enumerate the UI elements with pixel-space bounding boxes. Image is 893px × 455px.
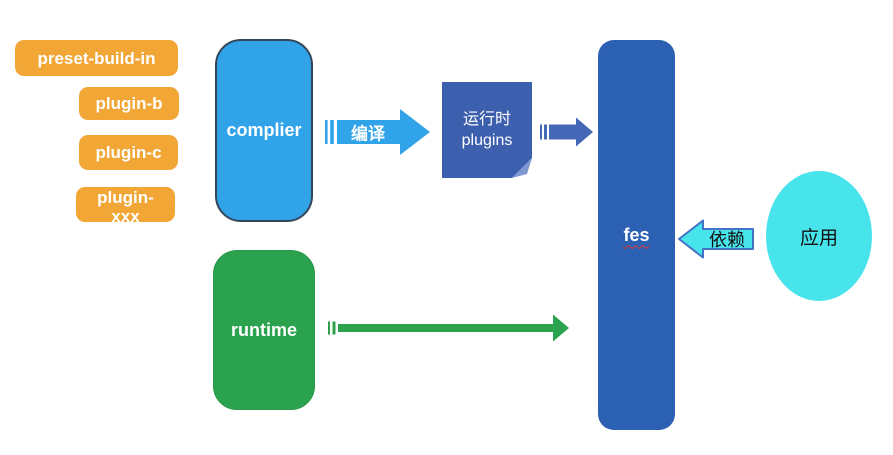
node-runtime-plugins-label: 运行时 plugins bbox=[442, 82, 532, 178]
node-preset-build-in-label: preset-build-in bbox=[37, 48, 156, 68]
node-app: 应用 bbox=[766, 171, 872, 301]
node-plugin-c: plugin-c bbox=[79, 135, 178, 170]
arrow-depend: 依赖 bbox=[678, 219, 754, 259]
arrow-runtime-to-fes bbox=[328, 313, 570, 343]
node-plugin-xxx-label: plugin-xxx bbox=[97, 188, 154, 226]
right-arrow-icon bbox=[540, 117, 593, 147]
node-plugin-b-label: plugin-b bbox=[95, 94, 163, 113]
node-runtime-plugins: 运行时 plugins bbox=[442, 82, 532, 178]
node-fes: fes bbox=[598, 40, 675, 430]
right-arrow-icon bbox=[325, 109, 430, 155]
node-plugin-b: plugin-b bbox=[79, 87, 179, 120]
node-preset-build-in: preset-build-in bbox=[15, 40, 178, 76]
arrow-compile-label: 编译 bbox=[351, 124, 385, 144]
node-fes-label: fes bbox=[623, 224, 650, 245]
node-complier-label: complier bbox=[226, 120, 302, 140]
node-complier: complier bbox=[215, 39, 313, 222]
arrow-plugins-to-fes bbox=[540, 117, 594, 147]
arrow-depend-label: 依赖 bbox=[709, 230, 745, 250]
node-plugin-c-label: plugin-c bbox=[95, 143, 162, 162]
node-runtime-plugins-line1: 运行时 bbox=[462, 111, 511, 128]
node-runtime-label: runtime bbox=[230, 319, 297, 340]
node-app-label: 应用 bbox=[799, 227, 838, 249]
left-arrow-icon bbox=[678, 219, 754, 259]
node-runtime-plugins-line2: plugins bbox=[461, 132, 513, 149]
node-plugin-xxx: plugin-xxx bbox=[76, 187, 175, 226]
folded-note-icon bbox=[442, 82, 532, 178]
right-arrow-icon bbox=[328, 314, 569, 342]
node-runtime: runtime bbox=[213, 250, 315, 410]
arrow-compile: 编译 bbox=[325, 108, 431, 156]
